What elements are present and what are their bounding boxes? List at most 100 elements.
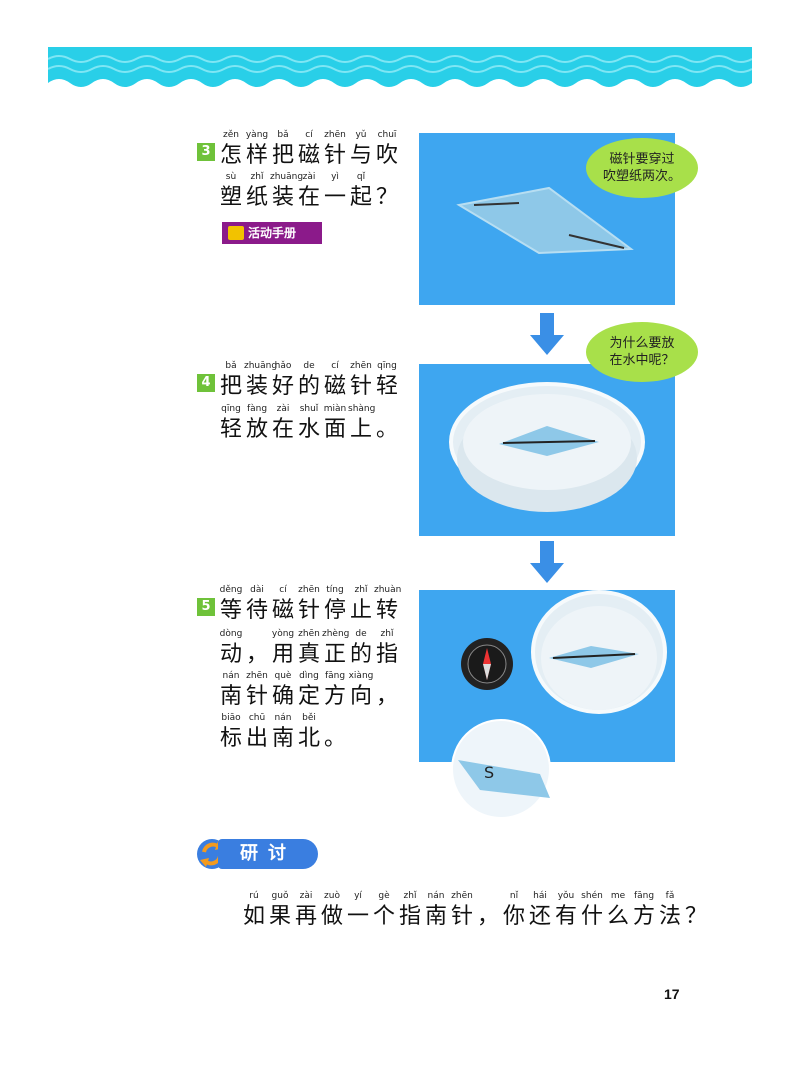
step5-line3-text: 南针确定方向， — [218, 683, 400, 711]
down-arrow-icon — [530, 313, 564, 355]
hanzi: 。 — [323, 726, 346, 751]
pinyin: zhuāng — [244, 361, 278, 371]
photo-compass-comparison — [419, 590, 675, 762]
hanzi: 怎 — [219, 143, 242, 168]
hanzi: 装 — [271, 185, 294, 210]
hanzi: 放 — [245, 417, 268, 442]
svg-text:S: S — [484, 763, 494, 782]
pinyin: zěn — [223, 130, 239, 140]
hanzi: 纸 — [245, 185, 268, 210]
pinyin: de — [355, 629, 367, 639]
hanzi: 等 — [219, 598, 242, 623]
pinyin — [244, 629, 270, 641]
compass-icon — [461, 638, 513, 690]
step5-line2-text: 动，用真正的指 — [218, 641, 400, 669]
paper-needle-illustration — [456, 186, 634, 255]
pinyin: nán — [427, 891, 445, 901]
pinyin: fǎ — [665, 891, 675, 901]
pinyin: zài — [299, 891, 313, 901]
hanzi: 南 — [424, 904, 447, 929]
pinyin: què — [274, 671, 292, 681]
hanzi: 真 — [297, 642, 320, 667]
pinyin: qǐ — [356, 172, 366, 182]
pinyin: shàng — [348, 404, 376, 414]
pinyin: fāng — [324, 671, 346, 681]
book-icon — [228, 226, 244, 240]
pinyin: tíng — [326, 585, 344, 595]
hanzi: ， — [476, 904, 499, 929]
pinyin: děng — [219, 585, 243, 595]
pinyin: zhèng — [322, 629, 350, 639]
step5-line1-text: 等待磁针停止转 — [218, 597, 400, 625]
hanzi: 面 — [323, 417, 346, 442]
hanzi: 针 — [323, 143, 346, 168]
hanzi: 好 — [271, 374, 294, 399]
discussion-text: 如果再做一个指南针，你还有什么方法？ — [241, 903, 709, 931]
hanzi: 在 — [297, 185, 320, 210]
pinyin: biāo — [221, 713, 241, 723]
speech-bubble-step3: 磁针要穿过 吹塑纸两次。 — [586, 138, 698, 198]
pinyin: nán — [274, 713, 292, 723]
pinyin: qīng — [221, 404, 241, 414]
hanzi: 转 — [375, 598, 398, 623]
hanzi: 动 — [219, 642, 242, 667]
hanzi: 出 — [245, 726, 268, 751]
step-number-4: 4 — [197, 374, 215, 392]
pinyin: zhēn — [298, 629, 320, 639]
hanzi: 什 — [580, 904, 603, 929]
step-number-5: 5 — [197, 598, 215, 616]
pinyin: chū — [248, 713, 266, 723]
pinyin: dìng — [299, 671, 319, 681]
wave-decoration — [48, 55, 752, 89]
hanzi: 在 — [271, 417, 294, 442]
pinyin: yì — [331, 172, 339, 182]
hanzi: 塑 — [219, 185, 242, 210]
pinyin: zhēn — [298, 585, 320, 595]
pinyin: sù — [225, 172, 237, 182]
hanzi: 南 — [271, 726, 294, 751]
hanzi: 正 — [323, 642, 346, 667]
pinyin: zhǐ — [380, 629, 394, 639]
hanzi: 标 — [219, 726, 242, 751]
pinyin: zhēn — [246, 671, 268, 681]
pinyin: fàng — [246, 404, 268, 414]
pinyin: chuī — [377, 130, 397, 140]
pinyin: nǐ — [509, 891, 519, 901]
hanzi: 装 — [245, 374, 268, 399]
hanzi: 做 — [320, 904, 343, 929]
hanzi: 定 — [297, 684, 320, 709]
pinyin: shuǐ — [299, 404, 319, 414]
hanzi: 向 — [349, 684, 372, 709]
hanzi: 一 — [323, 185, 346, 210]
hanzi: 轻 — [375, 374, 398, 399]
pinyin: nán — [222, 671, 240, 681]
discussion-header: 研讨 — [196, 836, 320, 872]
hanzi: 用 — [271, 642, 294, 667]
pinyin: zhǐ — [354, 585, 368, 595]
photo-needle-on-water — [419, 364, 675, 536]
activity-handbook-badge[interactable]: 活动手册 — [222, 222, 322, 244]
pinyin — [683, 891, 709, 903]
hanzi: 有 — [554, 904, 577, 929]
pinyin: miàn — [323, 404, 347, 414]
pinyin: zhuāng — [270, 172, 304, 182]
pinyin: me — [610, 891, 626, 901]
pinyin: cí — [305, 130, 313, 140]
hanzi: 样 — [245, 143, 268, 168]
hanzi: 针 — [349, 374, 372, 399]
magnified-inset: S — [451, 719, 551, 819]
hanzi: 与 — [349, 143, 372, 168]
hanzi: 停 — [323, 598, 346, 623]
hanzi: 水 — [297, 417, 320, 442]
pinyin: qīng — [377, 361, 397, 371]
pinyin: zhēn — [451, 891, 473, 901]
step4-line2-text: 轻放在水面上。 — [218, 416, 400, 444]
